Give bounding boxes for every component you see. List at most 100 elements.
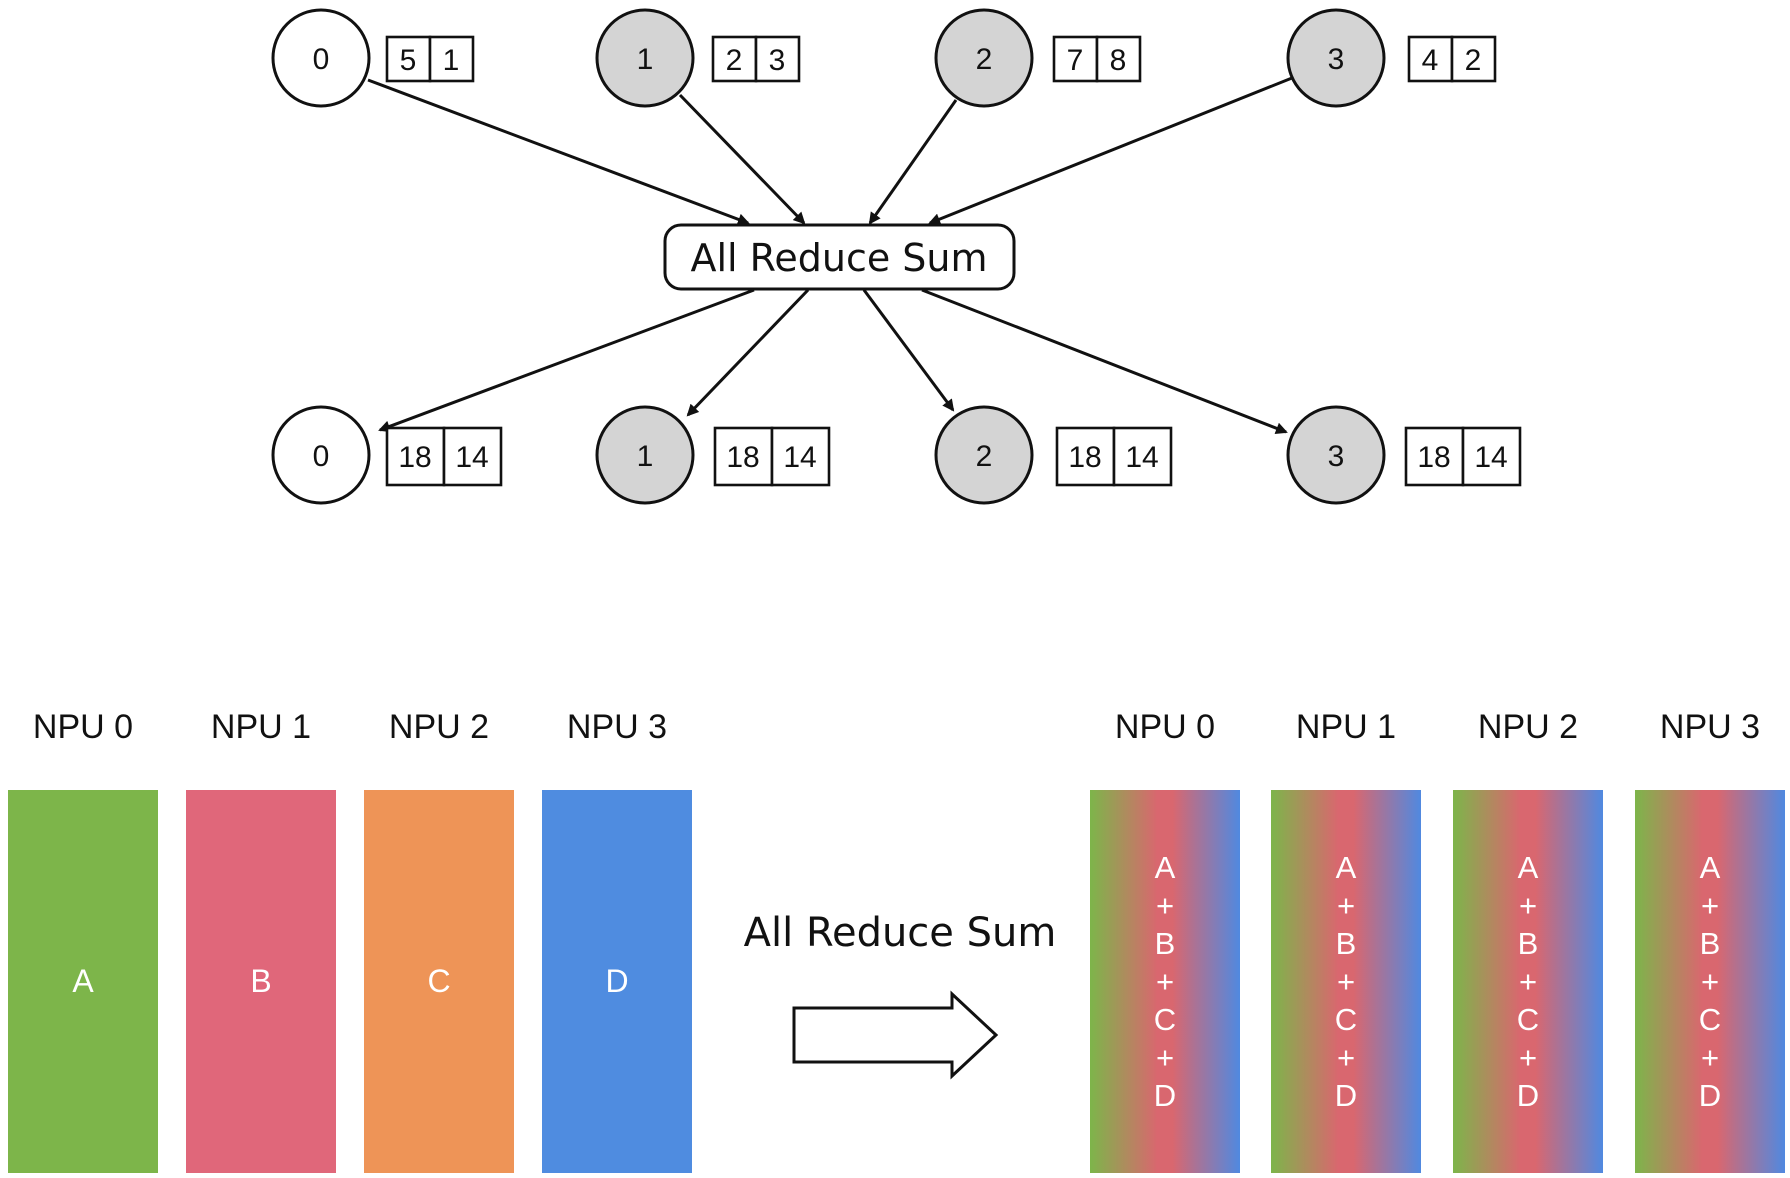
output-npu-1-term-3: +	[1336, 963, 1356, 999]
arrow-reduce-to-output-2	[862, 289, 955, 412]
output-npu-3-term-1: +	[1700, 887, 1720, 923]
output-npu-2-term-4: C	[1516, 1001, 1540, 1037]
all-reduce-sum-box	[663, 223, 1016, 291]
output-2-value-0: 18	[1068, 441, 1101, 474]
arrow-input-0-to-reduce	[367, 78, 750, 226]
output-npu-2-term-5: +	[1518, 1039, 1538, 1075]
input-node-3-label: 3	[1328, 43, 1345, 76]
arrow-input-3-to-reduce	[928, 76, 1293, 225]
input-npu-2-value: C	[427, 963, 451, 999]
output-npu-3-label: NPU 3	[1659, 708, 1761, 746]
output-0-cell-0	[385, 426, 446, 487]
output-npu-1-term-5: +	[1336, 1039, 1356, 1075]
input-node-2-label: 2	[976, 43, 993, 76]
output-node-2-label: 2	[976, 440, 993, 473]
output-npu-0-term-4: C	[1153, 1001, 1177, 1037]
output-node-3: 3	[1286, 405, 1386, 505]
output-npu-0-term-6: D	[1153, 1077, 1177, 1113]
input-1-value-1: 3	[769, 44, 786, 77]
input-npu-1-label: NPU 1	[210, 708, 312, 746]
input-npu-3-label: NPU 3	[566, 708, 668, 746]
arrow-reduce-to-output-3	[921, 288, 1288, 434]
input-npu-2-block: C	[364, 790, 514, 1173]
output-npu-0-block: A + B + C + D	[1090, 790, 1240, 1173]
output-values-3: 18 14	[1404, 426, 1522, 487]
input-node-3-circle	[1286, 8, 1386, 108]
output-npu-3-block: A + B + C + D	[1635, 790, 1785, 1173]
output-1-value-0: 18	[726, 441, 759, 474]
input-npu-3-value: D	[605, 963, 629, 999]
output-npu-1-term-4: C	[1334, 1001, 1358, 1037]
output-3-value-0: 18	[1417, 441, 1450, 474]
input-0-value-0: 5	[400, 44, 417, 77]
output-3-value-1: 14	[1474, 441, 1507, 474]
input-0-cell-1	[428, 35, 475, 83]
output-0-cell-1	[442, 426, 503, 487]
output-node-1: 1	[595, 405, 695, 505]
output-npu-2-term-3: +	[1518, 963, 1538, 999]
input-3-cell-1	[1450, 35, 1497, 83]
output-npu-1-term-2: B	[1335, 925, 1357, 961]
output-node-2-circle	[934, 405, 1034, 505]
output-npu-2-term-0: A	[1517, 849, 1539, 885]
output-2-value-1: 14	[1125, 441, 1158, 474]
all-reduce-sum-label: All Reduce Sum	[690, 236, 987, 280]
output-1-cell-1	[770, 426, 831, 487]
input-1-value-0: 2	[726, 44, 743, 77]
all-reduce-sum-caption: All Reduce Sum	[743, 910, 1057, 956]
output-npu-3-term-2: B	[1699, 925, 1721, 961]
input-node-1: 1	[595, 8, 695, 108]
output-npu-0-term-3: +	[1155, 963, 1175, 999]
input-values-1: 2 3	[711, 35, 801, 83]
input-1-cell-1	[754, 35, 801, 83]
all-reduce-sum-node: All Reduce Sum	[663, 223, 1016, 291]
output-npu-2-term-6: D	[1516, 1077, 1540, 1113]
output-npu-1-term-0: A	[1335, 849, 1357, 885]
input-npu-1-value: B	[250, 963, 272, 999]
output-npu-3-term-3: +	[1700, 963, 1720, 999]
input-2-value-0: 7	[1067, 44, 1084, 77]
output-values-2: 18 14	[1055, 426, 1173, 487]
input-node-0-circle	[271, 8, 371, 108]
input-npu-1-block: B	[186, 790, 336, 1173]
input-0-cell-0	[385, 35, 432, 83]
output-0-value-1: 14	[455, 441, 488, 474]
output-node-1-label: 1	[637, 440, 654, 473]
input-values-3: 4 2	[1407, 35, 1497, 83]
output-npu-2-label: NPU 2	[1477, 708, 1579, 746]
output-2-cell-1	[1112, 426, 1173, 487]
input-values-2: 7 8	[1052, 35, 1142, 83]
input-node-2-circle	[934, 8, 1034, 108]
input-2-cell-0	[1052, 35, 1099, 83]
arrow-input-1-to-reduce	[678, 93, 806, 225]
input-3-value-1: 2	[1465, 44, 1482, 77]
output-3-cell-1	[1461, 426, 1522, 487]
output-npu-2-term-1: +	[1518, 887, 1538, 923]
input-npu-0-value: A	[72, 963, 94, 999]
output-node-3-circle	[1286, 405, 1386, 505]
output-npu-0-term-2: B	[1154, 925, 1176, 961]
output-npu-0-term-0: A	[1154, 849, 1176, 885]
input-node-0: 0	[271, 8, 371, 108]
arrow-reduce-to-output-0	[378, 288, 755, 433]
output-npu-2-term-2: B	[1517, 925, 1539, 961]
input-2-value-1: 8	[1110, 44, 1127, 77]
input-npu-0-label: NPU 0	[32, 708, 134, 746]
output-npu-0-term-5: +	[1155, 1039, 1175, 1075]
output-0-value-0: 18	[398, 441, 431, 474]
all-reduce-node-diagram: 0 1 2 3 5 1 2 3 7 8 4 2	[271, 8, 1522, 505]
output-node-0-label: 0	[313, 440, 330, 473]
input-node-2: 2	[934, 8, 1034, 108]
output-2-cell-0	[1055, 426, 1116, 487]
output-node-3-label: 3	[1328, 440, 1345, 473]
input-npu-2-label: NPU 2	[388, 708, 490, 746]
input-npu-0-block: A	[8, 790, 158, 1173]
output-node-1-circle	[595, 405, 695, 505]
output-node-0: 0	[271, 405, 371, 505]
output-npu-1-label: NPU 1	[1295, 708, 1397, 746]
input-node-1-circle	[595, 8, 695, 108]
output-npu-2-block: A + B + C + D	[1453, 790, 1603, 1173]
right-arrow-icon	[792, 990, 999, 1080]
output-3-cell-0	[1404, 426, 1465, 487]
output-1-value-1: 14	[783, 441, 816, 474]
